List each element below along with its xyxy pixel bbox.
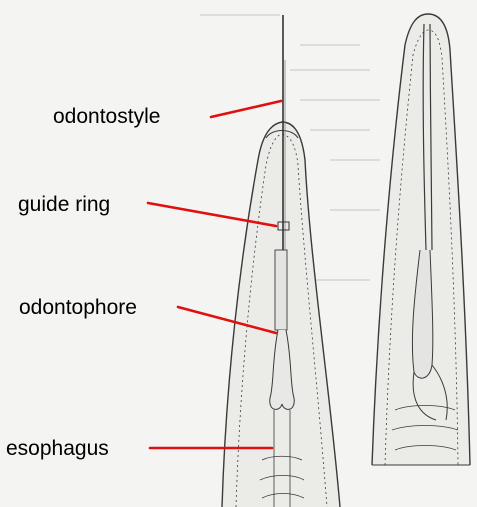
odontophore-body [274, 249, 288, 331]
right-odontostyle [422, 23, 433, 251]
pointer-guide-ring [146, 201, 278, 228]
right-inner-wall [384, 29, 459, 466]
label-odontostyle: odontostyle [53, 105, 160, 128]
right-nematode-head [371, 13, 471, 466]
pointer-odontophore [176, 305, 278, 335]
left-inner-wall [235, 133, 328, 507]
right-odontophore [411, 249, 434, 379]
esophagus-bulb [269, 329, 295, 410]
pointer-odontostyle [209, 99, 283, 119]
right-texture [391, 405, 459, 451]
pointer-lines [146, 99, 283, 450]
right-esophagus [412, 364, 448, 421]
esophagus-texture [259, 455, 305, 499]
left-nematode-head [221, 121, 341, 507]
guide-ring-shape [277, 221, 290, 231]
right-body-outline [371, 13, 471, 466]
esophagus-tube [273, 410, 291, 507]
label-odontophore: odontophore [19, 296, 137, 319]
label-guide-ring: guide ring [18, 193, 110, 216]
left-lip-region [265, 130, 299, 139]
label-esophagus: esophagus [6, 437, 109, 460]
